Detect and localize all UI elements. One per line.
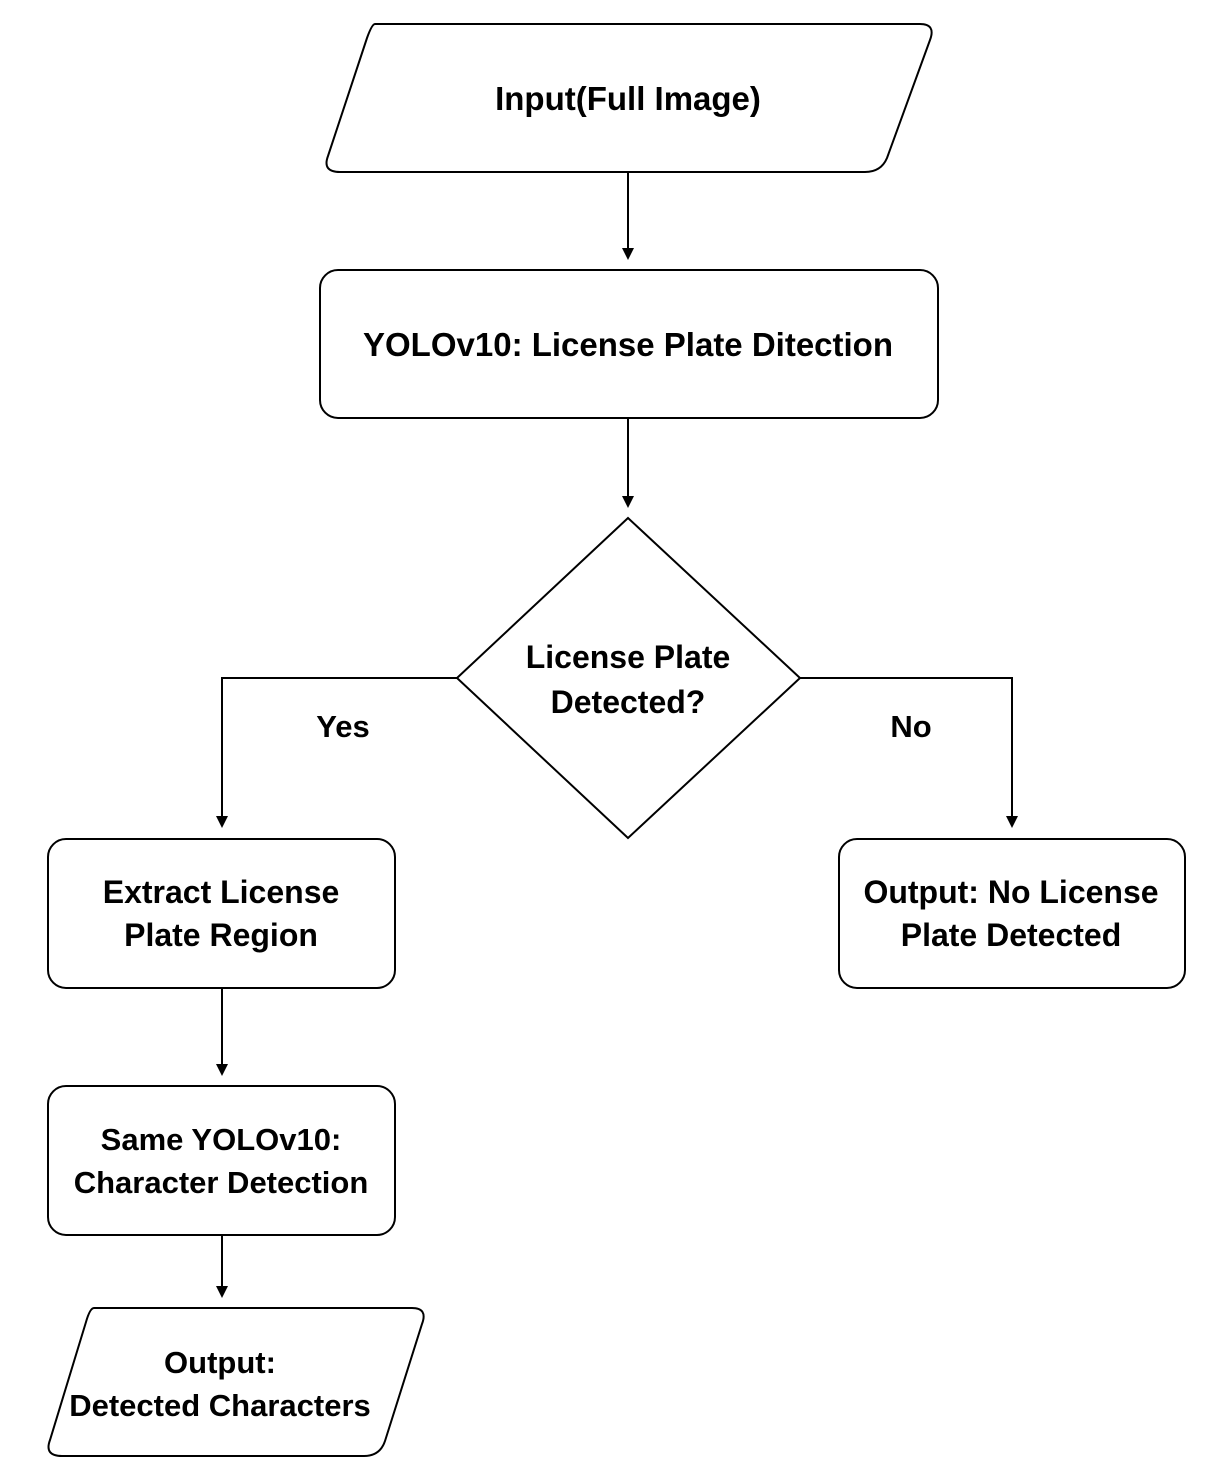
edge-decision-yes-to-extract [216,677,457,828]
node-input: Input(Full Image) [325,23,933,173]
edge-label-yes: Yes [316,709,369,744]
edge-decision-no-to-output [800,677,1018,828]
input-label: Input(Full Image) [495,80,761,117]
extract-region-box [47,838,396,989]
node-plate-detection: YOLOv10: License Plate Ditection [319,269,939,419]
char-detection-label-line-1: Same YOLOv10: [101,1122,342,1157]
output-chars-label-line-1: Output: [164,1345,276,1380]
node-output-chars: Output: Detected Characters [47,1307,425,1457]
decision-label-line-2: Detected? [551,684,706,720]
plate-detection-box [319,269,939,419]
output-none-box [838,838,1186,989]
node-output-none: Output: No License Plate Detected [838,838,1186,989]
plate-detection-label: YOLOv10: License Plate Ditection [363,326,893,363]
decision-diamond-shape [455,516,802,840]
node-char-detection: Same YOLOv10: Character Detection [47,1085,396,1236]
char-detection-box [47,1085,396,1236]
decision-label-line-1: License Plate [526,639,731,675]
char-detection-label-line-2: Character Detection [74,1165,369,1200]
node-extract-region: Extract License Plate Region [47,838,396,989]
node-decision: License Plate Detected? [455,516,802,840]
edges [216,172,1018,1298]
output-chars-label-line-2: Detected Characters [69,1388,371,1423]
edge-label-no: No [890,709,931,744]
output-none-label-line-2: Plate Detected [901,917,1122,953]
input-parallelogram-shape [325,23,933,173]
extract-region-label-line-2: Plate Region [124,917,318,953]
extract-region-label-line-1: Extract License [103,874,340,910]
output-none-label-line-1: Output: No License [863,874,1158,910]
output-chars-parallelogram-shape [47,1307,425,1457]
